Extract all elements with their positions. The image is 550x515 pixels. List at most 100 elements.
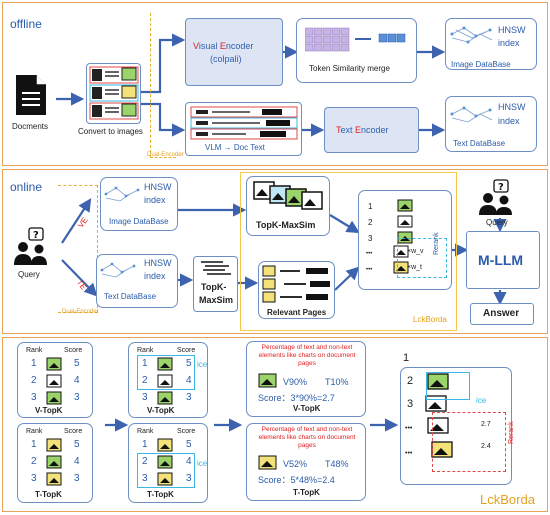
hnsw-index-label-4: index: [144, 271, 166, 281]
docs-label: Docments: [12, 122, 49, 131]
v2-score-3: 3: [186, 392, 192, 403]
v-topk-title-2: V-TopK: [147, 406, 175, 415]
v2-rank-2: 2: [142, 375, 148, 386]
query-label-2: Query: [486, 218, 508, 227]
t-score-image-icon: [258, 455, 277, 470]
t-pct-score: Score：5*48%=2.4: [258, 475, 335, 485]
rank-header-3: Rank: [137, 347, 154, 354]
final-score-2: 2.4: [481, 443, 491, 450]
t2-rank-1: 1: [142, 439, 148, 450]
relevant-pages-icon: [262, 265, 330, 303]
rerank-label-final: Rerank: [508, 421, 515, 444]
ranked-images-icon: [393, 199, 413, 274]
t2-rank-3: 3: [142, 473, 148, 484]
visual-encoder-line2: (colpali): [210, 54, 242, 64]
final-rank-1: 1: [403, 352, 410, 364]
rerank-label-online: Rerank: [433, 232, 440, 255]
lckborda-online-label: LckBorda: [413, 315, 447, 324]
t-score-3: 3: [74, 473, 80, 484]
text-pages-icon: [190, 106, 298, 140]
mllm-box: [466, 231, 540, 289]
visual-rest2: ncoder: [225, 41, 254, 51]
offline-label: offline: [10, 17, 42, 31]
text-db-label-offline: Text DataBase: [453, 139, 506, 148]
text-e: E: [355, 125, 362, 135]
hnsw-label-1: HNSW: [498, 25, 526, 35]
ice-highlight-final: [426, 372, 470, 400]
t-rank-1: 1: [31, 439, 37, 450]
text-encoder-box: [324, 107, 419, 153]
t2-score-1: 5: [186, 439, 192, 450]
text-maxsim-box: [193, 256, 238, 312]
t-rank-2: 2: [31, 456, 37, 467]
final-rank-more-1: •••: [405, 425, 413, 432]
query-user-icon: ?: [479, 179, 512, 215]
rank-1: 1: [368, 202, 373, 211]
hnsw-graph-icon: [450, 106, 493, 123]
t-topk-title-2: T-TopK: [147, 490, 174, 499]
document-icon: [16, 75, 46, 115]
text-t: T: [336, 125, 341, 135]
t-score-2: 4: [74, 456, 80, 467]
v2-rank-3: 3: [142, 392, 148, 403]
text-rest1: ext: [340, 125, 356, 135]
text-rest2: ncoder: [361, 125, 389, 135]
final-ranking-box: [400, 367, 512, 485]
t-pct-v: V52%: [283, 459, 308, 469]
final-images-icon: [425, 373, 453, 458]
relevant-pages-label: Relevant Pages: [267, 308, 327, 317]
v-thumbs-icon: [46, 357, 62, 405]
text-encoder-label: Text Encoder: [336, 126, 389, 135]
hnsw-text-box-online: [96, 254, 178, 308]
vlm-label: VLM → Doc Text: [205, 143, 265, 152]
image-db-label-online: Image DataBase: [109, 217, 169, 226]
image-db-label-offline: Image DataBase: [451, 60, 511, 69]
weight-t: ×w_t: [407, 264, 422, 271]
svg-text:?: ?: [498, 182, 504, 193]
ice-label-final: ice: [476, 396, 487, 405]
t-topk-title-1: T-TopK: [35, 490, 62, 499]
ice-highlight-v: [137, 355, 195, 390]
v2-thumbs-icon: [157, 357, 173, 405]
query-user-icon: ?: [14, 227, 47, 265]
v2-rank-1: 1: [142, 358, 148, 369]
topk-maxsim-text-l1: TopK-: [201, 282, 227, 292]
online-panel: [2, 169, 548, 334]
v-score-2: 4: [74, 375, 80, 386]
v-pct-v: V90%: [283, 377, 308, 387]
visual-encoder-line1: Visual Encoder: [193, 42, 253, 51]
ice-highlight-t: [137, 453, 195, 488]
token-merge-label: Token Similarity merge: [309, 64, 390, 73]
page-stack-icon: [89, 66, 139, 120]
visual-e: E: [219, 41, 226, 51]
final-rank-3: 3: [407, 398, 414, 410]
rank-more-1: •••: [366, 251, 373, 257]
t-thumbs-icon: [46, 438, 62, 486]
topk-maxsim-text-l2: MaxSim: [199, 295, 234, 305]
v-pct-title: V-TopK: [293, 404, 321, 413]
t2-score-2: 4: [186, 456, 192, 467]
t-pct-text: Percentage of text and non-text elements…: [258, 426, 356, 450]
lckborda-label: LckBorda: [480, 492, 535, 507]
visual-rest1: isual: [198, 41, 220, 51]
token-grid-icon: [305, 27, 406, 52]
dual-encoder-offline-label: Dual-Encoder: [147, 152, 184, 158]
rerank-frame-online: [397, 238, 447, 278]
dual-encoder-frame-offline: [150, 13, 176, 158]
rank-header-1: Rank: [26, 347, 43, 354]
v2-score-2: 4: [186, 375, 192, 386]
rank-header-4: Rank: [137, 428, 154, 435]
topk-maxsim-image: TopK-MaxSim: [256, 220, 316, 230]
v-pct-t: T10%: [325, 377, 349, 387]
hnsw-image-box-online: [100, 177, 178, 231]
hnsw-label-2: HNSW: [498, 102, 526, 112]
score-header-1: Score: [64, 347, 83, 354]
weight-v: ×w_v: [407, 248, 424, 255]
query-label: Query: [18, 270, 40, 279]
answer-label: Answer: [483, 308, 520, 319]
hnsw-index-label-3: index: [144, 195, 166, 205]
hnsw-index-label-1: index: [498, 38, 520, 48]
score-header-4: Score: [177, 428, 196, 435]
v-rank-3: 3: [31, 392, 37, 403]
v-topk-title-1: V-TopK: [35, 406, 63, 415]
